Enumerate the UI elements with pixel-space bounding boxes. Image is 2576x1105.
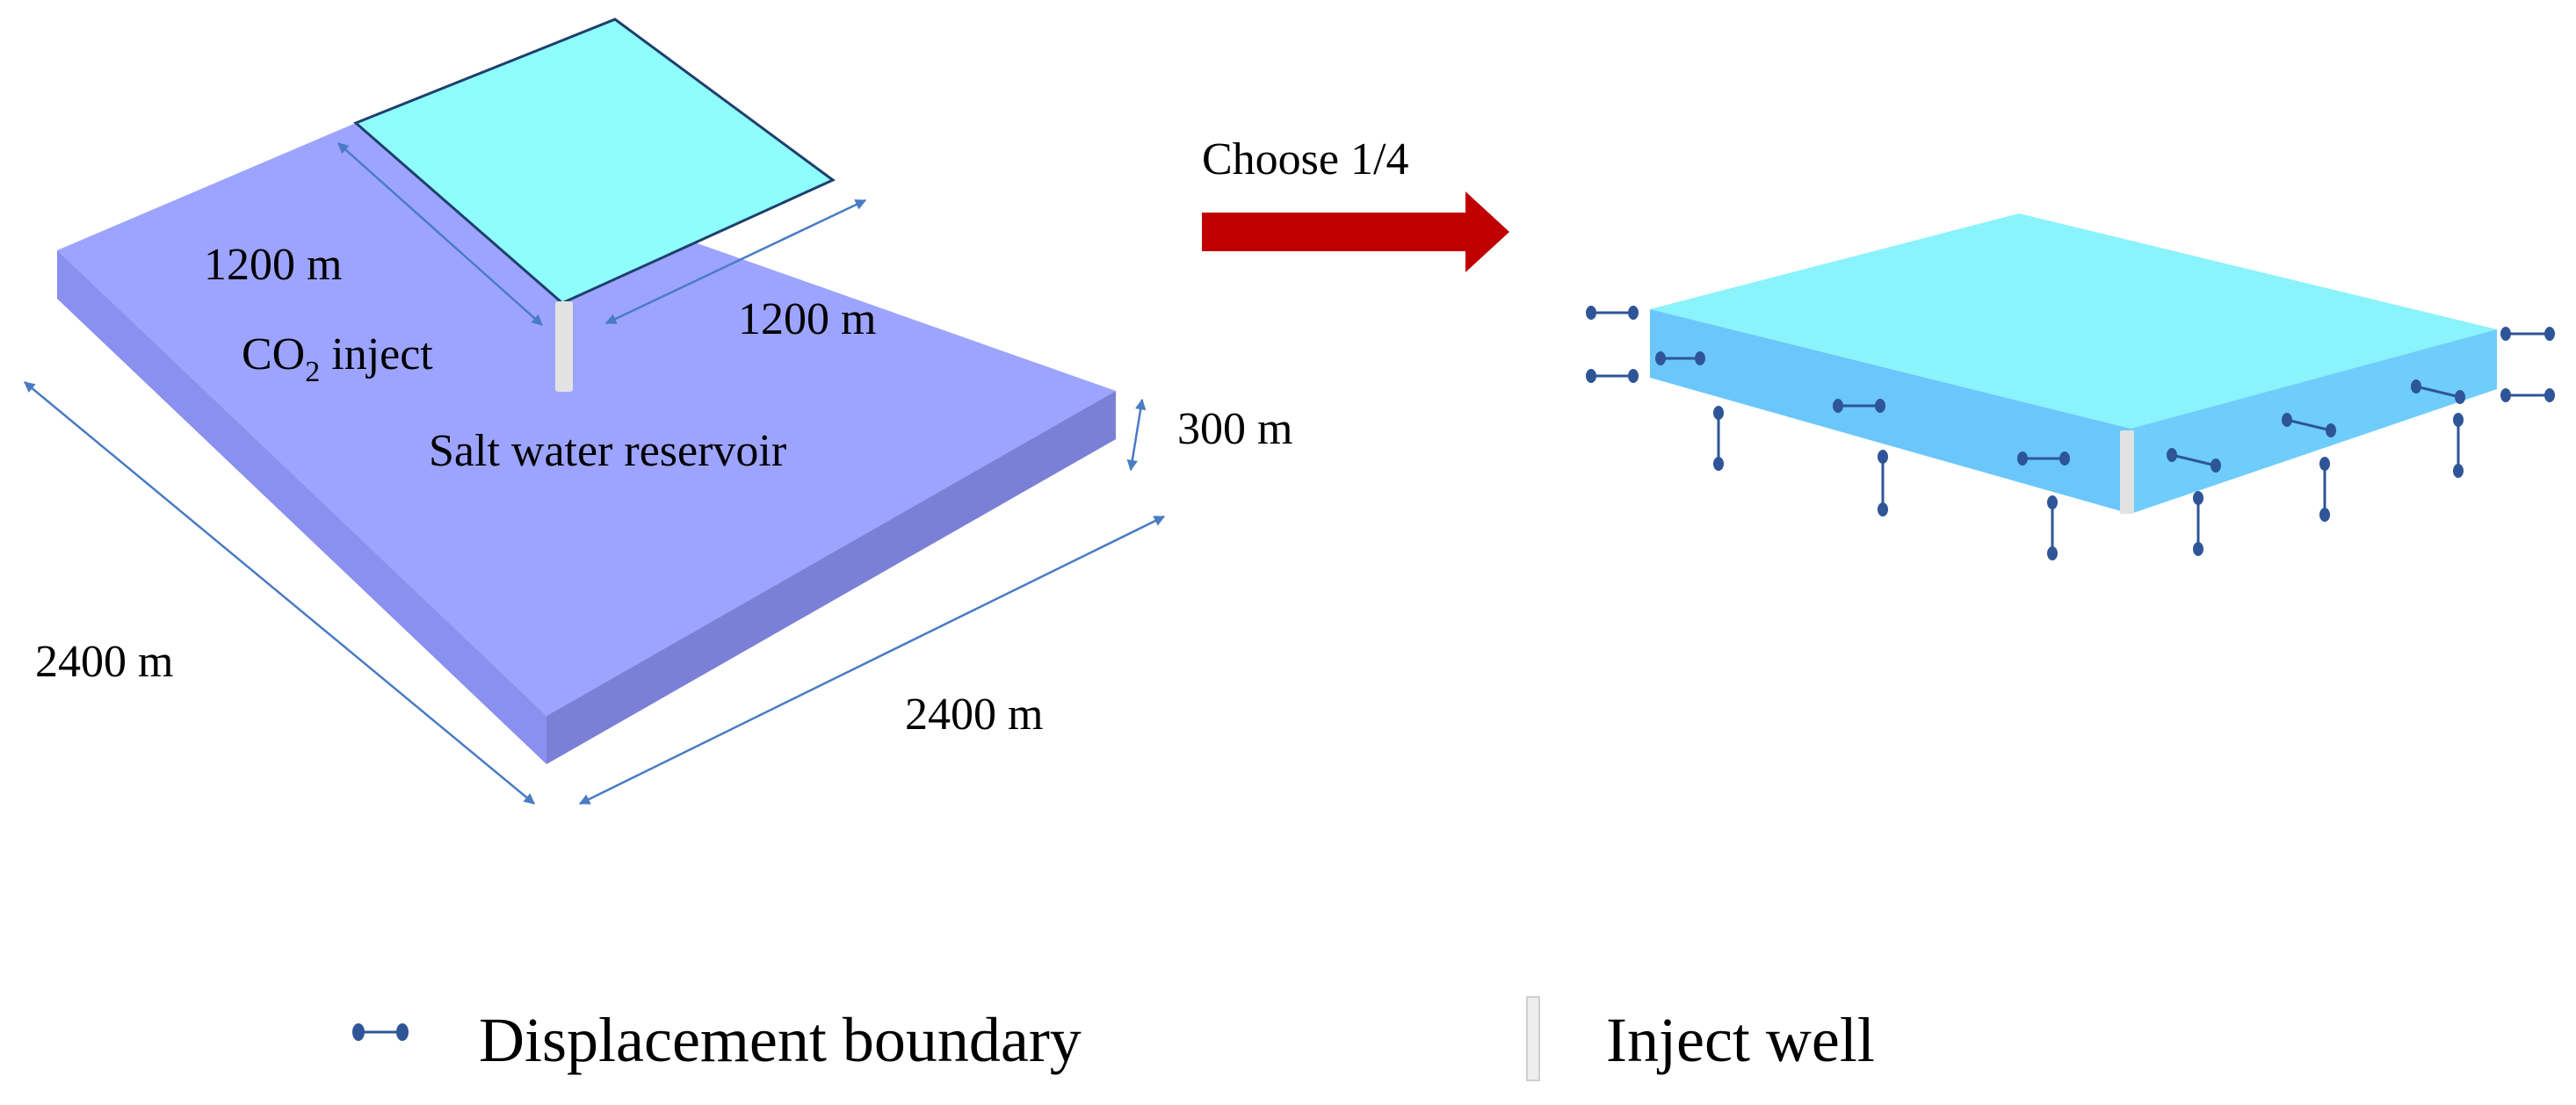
boundary-symbol <box>2453 413 2464 478</box>
legend: Displacement boundary Inject well <box>352 996 1875 1081</box>
slab-top-face <box>1650 213 2497 429</box>
slab-front-face <box>1650 309 2131 514</box>
label-quarter-side-b: 1200 m <box>738 294 876 344</box>
dimension-side-right <box>578 515 1166 805</box>
boundary-symbol <box>2411 379 2465 404</box>
boundary-symbol <box>1878 450 1888 516</box>
reservoir-inject-well <box>555 301 573 392</box>
co2-suffix: inject <box>320 329 433 379</box>
boundary-symbol <box>2282 413 2336 437</box>
legend-inject-well-label: Inject well <box>1606 1005 1875 1075</box>
boundary-symbol <box>1586 369 1639 383</box>
label-choose-quarter: Choose 1/4 <box>1202 134 1408 184</box>
dimension-thickness <box>1126 398 1147 472</box>
displacement-boundaries <box>1586 306 2555 560</box>
co2-subscript: 2 <box>305 356 320 388</box>
dimension-quarter-side-b <box>604 199 867 325</box>
boundary-symbol <box>2500 388 2555 402</box>
label-quarter-side-a: 1200 m <box>204 240 342 290</box>
legend-displacement-boundary-label: Displacement boundary <box>479 1005 1082 1075</box>
boundary-symbol <box>1586 306 1639 320</box>
boundary-symbol <box>2500 327 2555 341</box>
label-reservoir: Salt water reservoir <box>429 426 786 476</box>
boundary-symbol <box>2047 495 2058 560</box>
label-thickness: 300 m <box>1177 404 1292 454</box>
quarter-model-slab <box>1650 213 2497 514</box>
label-co2-inject: CO2 inject <box>242 329 433 388</box>
reservoir-top-face <box>57 123 1116 716</box>
boundary-symbol <box>1833 399 1885 413</box>
slab-side-face <box>2131 329 2497 514</box>
dimension-side-left <box>24 381 535 805</box>
displacement-boundary-icon <box>352 1023 409 1041</box>
boundary-symbol <box>2017 451 2070 466</box>
boundary-symbol <box>2167 448 2221 473</box>
boundary-symbol <box>2319 457 2330 522</box>
choose-quarter-arrow <box>1202 191 1509 272</box>
dimension-quarter-side-a <box>337 142 543 326</box>
label-side-left: 2400 m <box>35 637 173 687</box>
slab-inject-well <box>2120 430 2134 514</box>
label-side-right: 2400 m <box>905 690 1043 740</box>
boundary-symbol <box>1713 406 1724 471</box>
inject-well-icon <box>1526 996 1540 1081</box>
boundary-symbol <box>2193 491 2203 556</box>
boundary-symbol <box>1655 351 1705 365</box>
co2-prefix: CO <box>242 329 305 379</box>
